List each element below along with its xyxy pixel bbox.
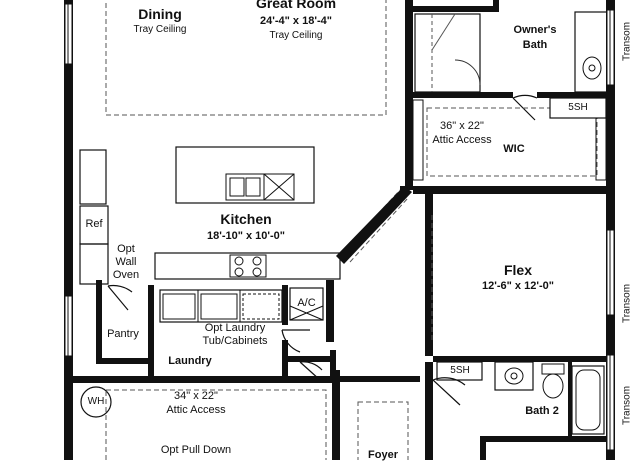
kitchen-name: Kitchen	[220, 211, 272, 227]
owners-bath-name: Owner's	[513, 24, 557, 36]
bath2-label: Bath 2	[525, 405, 559, 417]
opt-oven-line1: Opt	[117, 243, 135, 255]
pantry-door	[107, 284, 133, 311]
exterior-wall-left	[64, 0, 73, 460]
water-heater	[80, 386, 112, 418]
bath2-vanity	[494, 361, 534, 391]
dining-note: Tray Ceiling	[133, 24, 187, 35]
pantry-cabinet-left	[79, 149, 107, 205]
flex-name: Flex	[503, 262, 532, 278]
bath2-door	[432, 377, 466, 406]
owners-bath-door	[512, 94, 538, 121]
wall-oven	[79, 243, 109, 285]
transom-top-label: Transom	[621, 21, 633, 62]
dining-name: Dining	[138, 6, 182, 22]
owners-bath-wall-left	[405, 0, 413, 190]
flex-wall-left	[425, 194, 433, 356]
kitchen-counter	[154, 252, 341, 280]
garage-pull-down: Opt Pull Down	[160, 444, 232, 456]
opt-oven-line2: Wall	[115, 256, 137, 268]
flex-dims: 12'-6" x 12'-0"	[482, 280, 554, 292]
cooktop	[229, 254, 267, 278]
owners-bath-name2: Bath	[522, 39, 548, 51]
great-room-name: Great Room	[255, 0, 337, 11]
laundry-label: Laundry	[168, 355, 212, 367]
kitchen-island	[175, 146, 315, 204]
shelf-5sh-top-label: 5SH	[568, 102, 588, 113]
ac-unit	[289, 287, 324, 321]
transom-mid-label: Transom	[621, 283, 633, 324]
ref-label: Ref	[85, 218, 103, 230]
wic-name: WIC	[503, 143, 525, 155]
pantry-label: Pantry	[107, 328, 139, 340]
laundry-cabinets	[159, 289, 283, 323]
ac-label: A/C	[297, 297, 316, 309]
wic-attic-access	[426, 107, 598, 177]
opt-oven-line3: Oven	[112, 269, 140, 281]
transom-bottom-label: Transom	[621, 385, 633, 426]
great-room-dims: 24'-4" x 18'-4"	[260, 15, 332, 27]
wic-attic-label: Attic Access	[432, 134, 492, 146]
foyer-ceiling	[357, 401, 409, 460]
wic-attic-dims: 36" x 22"	[440, 120, 484, 132]
garage-attic-label: Attic Access	[166, 404, 226, 416]
great-room-note: Tray Ceiling	[269, 30, 323, 41]
garage-attic-dims: 34" x 22"	[174, 390, 218, 402]
opt-laundry-line1: Opt Laundry	[204, 322, 266, 334]
wic-shelf-left	[412, 99, 424, 181]
kitchen-dims: 18'-10" x 10'-0"	[206, 230, 286, 242]
dining-tray-ceiling	[105, 0, 387, 116]
vanity-owners-bath	[574, 11, 612, 93]
water-heater-label: WH	[87, 396, 105, 407]
dishwasher	[263, 173, 295, 201]
foyer-label: Foyer	[368, 449, 398, 461]
shelf-5sh-bottom	[436, 361, 483, 381]
garage-attic-access	[105, 389, 327, 460]
toilet	[541, 363, 565, 375]
opt-laundry-line2: Tub/Cabinets	[202, 335, 268, 347]
bathtub	[571, 365, 605, 435]
shelf-5sh-bottom-label: 5SH	[450, 365, 470, 376]
shelf-5sh-top	[549, 97, 607, 119]
